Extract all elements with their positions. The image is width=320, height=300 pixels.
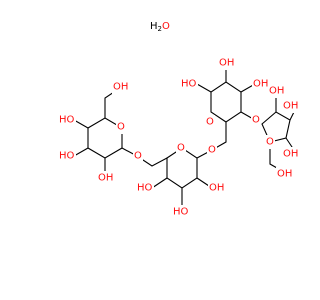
atom-label: OH — [219, 58, 234, 69]
atom-label: OH — [283, 149, 298, 160]
atom-label: OH — [253, 79, 268, 90]
ring-oxygen-label: O — [177, 143, 185, 154]
structure-svg: H2O OH HO HO OH O O O O HO HO OH OH HO O… — [58, 21, 300, 219]
ring-oxygen-label: O — [266, 137, 274, 148]
linker-oxygen-label: O — [208, 145, 216, 156]
bond-g3-ring — [210, 81, 242, 123]
ring-oxygen-label: O — [206, 117, 214, 128]
linker-oxygen-label: O — [134, 151, 142, 162]
water-label: H2O — [150, 21, 170, 34]
bond-g3-oh-b — [196, 83, 212, 93]
bond-g1-oh2 — [73, 147, 89, 157]
bond-g2-oh-a — [151, 177, 168, 189]
atom-label: HO — [173, 207, 189, 218]
atom-label: HO — [181, 79, 197, 90]
atom-label: OH — [113, 82, 128, 93]
atom-label: OH — [98, 173, 113, 184]
bond-g1-oh3 — [73, 119, 89, 129]
atom-label: OH — [283, 101, 298, 112]
glycosidic-oxygen-label: O — [252, 115, 260, 126]
atom-label: OH — [277, 169, 292, 180]
atom-label: OH — [209, 183, 224, 194]
atom-label-layer: H2O OH HO HO OH O O O O HO HO OH OH HO O… — [58, 21, 300, 219]
atom-label: OH — [269, 86, 284, 97]
atom-label: HO — [59, 151, 75, 162]
atom-label: HO — [59, 115, 75, 126]
molecule-diagram: H2O OH HO HO OH O O O O HO HO OH OH HO O… — [58, 21, 300, 219]
atom-label: HO — [137, 183, 153, 194]
ring-oxygen-label: O — [117, 122, 125, 133]
